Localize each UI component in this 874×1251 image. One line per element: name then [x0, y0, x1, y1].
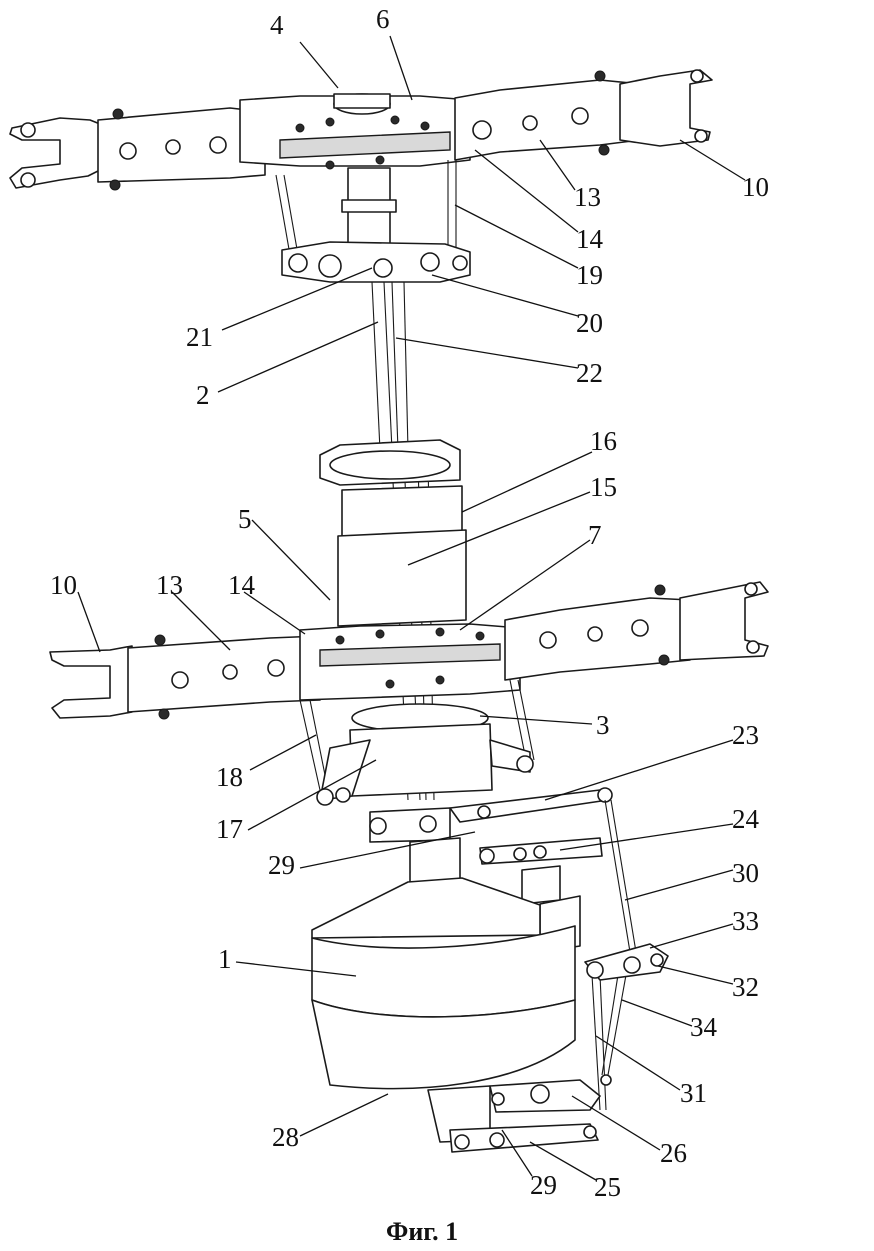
- label-4: 4: [270, 10, 284, 40]
- label-10-lower: 10: [50, 570, 77, 600]
- label-22: 22: [576, 358, 603, 388]
- label-21: 21: [186, 322, 213, 352]
- reference-numerals: 4 6 10 13 14 19 20 21 2 22 16 15 5 7 10 …: [50, 4, 769, 1202]
- control-linkage: [449, 787, 669, 1111]
- label-1: 1: [218, 944, 232, 974]
- label-25: 25: [594, 1172, 621, 1202]
- label-31: 31: [680, 1078, 707, 1108]
- label-29-lower: 29: [530, 1170, 557, 1200]
- label-30: 30: [732, 858, 759, 888]
- label-33: 33: [732, 906, 759, 936]
- label-19: 19: [576, 260, 603, 290]
- leader-lines: [77, 35, 746, 1181]
- label-24: 24: [732, 804, 760, 834]
- label-34: 34: [690, 1012, 718, 1042]
- label-29-upper: 29: [268, 850, 295, 880]
- label-10-upper: 10: [742, 172, 769, 202]
- label-3: 3: [596, 710, 610, 740]
- label-28: 28: [272, 1122, 299, 1152]
- upper-rotor-hub: [9, 69, 713, 283]
- label-23: 23: [732, 720, 759, 750]
- figure-caption: Фиг. 1: [386, 1217, 458, 1246]
- label-6: 6: [376, 4, 390, 34]
- label-17: 17: [216, 814, 243, 844]
- label-32: 32: [732, 972, 759, 1002]
- label-5: 5: [238, 504, 252, 534]
- label-20: 20: [576, 308, 603, 338]
- main-gearbox: [311, 837, 612, 1153]
- label-15: 15: [590, 472, 617, 502]
- label-13-lower: 13: [156, 570, 183, 600]
- label-14-upper: 14: [576, 224, 604, 254]
- middle-bearing-housing: [319, 439, 467, 627]
- lower-rotor-hub: [49, 581, 769, 843]
- label-26: 26: [660, 1138, 687, 1168]
- label-16: 16: [590, 426, 617, 456]
- label-18: 18: [216, 762, 243, 792]
- label-7: 7: [588, 520, 602, 550]
- label-13-upper: 13: [574, 182, 601, 212]
- label-14-lower: 14: [228, 570, 256, 600]
- label-2: 2: [196, 380, 210, 410]
